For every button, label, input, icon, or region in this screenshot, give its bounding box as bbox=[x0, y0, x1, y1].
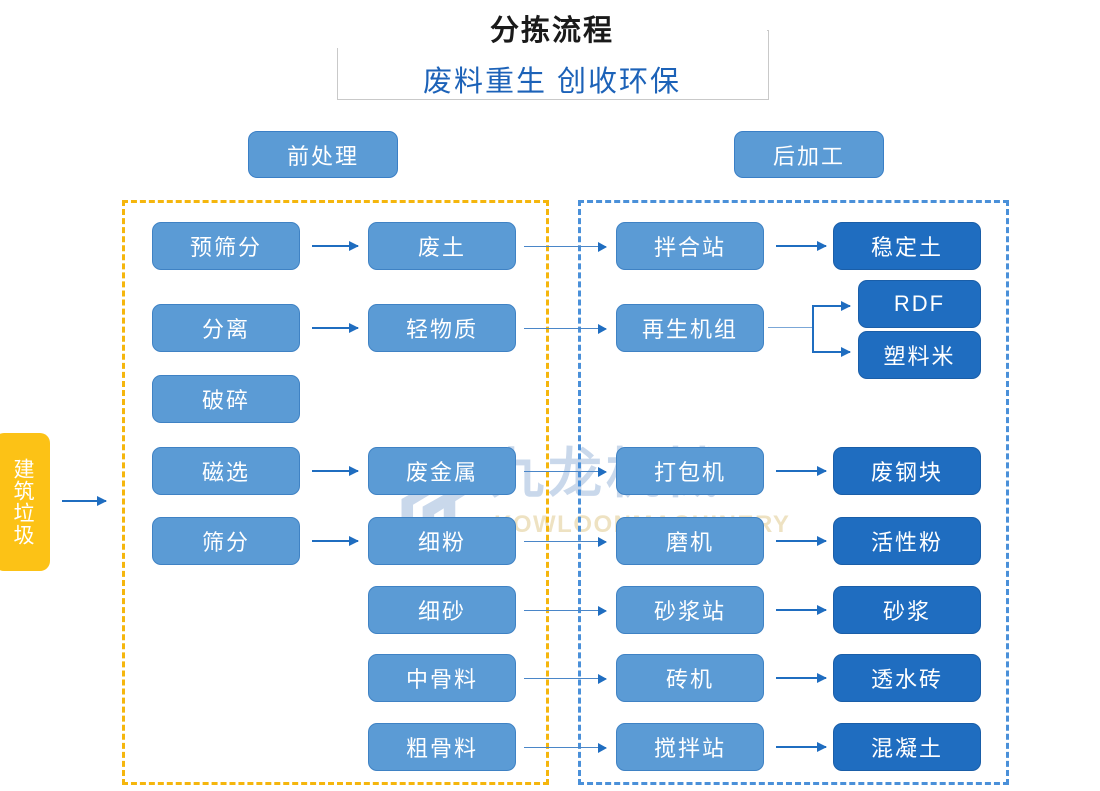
box-post-product-4[interactable]: 活性粉 bbox=[833, 517, 981, 565]
input-waste-box[interactable]: 建筑垃圾 bbox=[0, 433, 50, 571]
box-post-product-7[interactable]: 混凝土 bbox=[833, 723, 981, 771]
box-post-product-5[interactable]: 砂浆 bbox=[833, 586, 981, 634]
box-post-equipment-3[interactable]: 磨机 bbox=[616, 517, 764, 565]
arrow-pre-4 bbox=[312, 540, 358, 542]
box-post-equipment-1[interactable]: 再生机组 bbox=[616, 304, 764, 352]
box-post-equipment-5[interactable]: 砖机 bbox=[616, 654, 764, 702]
arrow-cross-2 bbox=[524, 471, 606, 472]
arrow-cross-4 bbox=[524, 610, 606, 611]
region-post-process bbox=[578, 200, 1009, 785]
box-pre-material-5[interactable]: 中骨料 bbox=[368, 654, 516, 702]
arrow-input-to-pre bbox=[62, 500, 106, 502]
arrow-pre-0 bbox=[312, 245, 358, 247]
box-pre-material-3[interactable]: 细粉 bbox=[368, 517, 516, 565]
box-pre-material-0[interactable]: 废土 bbox=[368, 222, 516, 270]
box-post-equipment-2[interactable]: 打包机 bbox=[616, 447, 764, 495]
arrow-post-3 bbox=[776, 540, 826, 542]
box-pre-process-0[interactable]: 预筛分 bbox=[152, 222, 300, 270]
box-post-product-2[interactable]: 塑料米 bbox=[858, 331, 981, 379]
box-pre-material-2[interactable]: 废金属 bbox=[368, 447, 516, 495]
arrow-pre-3 bbox=[312, 470, 358, 472]
box-post-product-1[interactable]: RDF bbox=[858, 280, 981, 328]
box-post-product-6[interactable]: 透水砖 bbox=[833, 654, 981, 702]
branch-stem-line bbox=[768, 327, 814, 328]
arrow-branch-rdf bbox=[812, 305, 850, 307]
arrow-cross-6 bbox=[524, 747, 606, 748]
page-subtitle-text: 废料重生 创收环保 bbox=[412, 66, 692, 98]
arrow-cross-0 bbox=[524, 246, 606, 247]
box-post-equipment-0[interactable]: 拌合站 bbox=[616, 222, 764, 270]
section-header-pre[interactable]: 前处理 bbox=[248, 131, 398, 178]
arrow-post-0 bbox=[776, 245, 826, 247]
box-post-equipment-4[interactable]: 砂浆站 bbox=[616, 586, 764, 634]
page-subtitle: 废料重生 创收环保 bbox=[337, 63, 767, 101]
box-pre-material-6[interactable]: 粗骨料 bbox=[368, 723, 516, 771]
page-title: 分拣流程 bbox=[337, 14, 767, 48]
branch-vertical-line bbox=[812, 305, 814, 351]
box-post-equipment-6[interactable]: 搅拌站 bbox=[616, 723, 764, 771]
box-post-product-0[interactable]: 稳定土 bbox=[833, 222, 981, 270]
arrow-cross-5 bbox=[524, 678, 606, 679]
arrow-post-5 bbox=[776, 677, 826, 679]
arrow-post-2 bbox=[776, 470, 826, 472]
input-waste-label: 建筑垃圾 bbox=[11, 458, 34, 546]
box-pre-process-1[interactable]: 分离 bbox=[152, 304, 300, 352]
arrow-cross-1 bbox=[524, 328, 606, 329]
box-pre-material-4[interactable]: 细砂 bbox=[368, 586, 516, 634]
section-header-post[interactable]: 后加工 bbox=[734, 131, 884, 178]
box-pre-process-4[interactable]: 筛分 bbox=[152, 517, 300, 565]
page-title-text: 分拣流程 bbox=[475, 15, 628, 47]
region-pre-process bbox=[122, 200, 549, 785]
arrow-post-4 bbox=[776, 609, 826, 611]
box-pre-process-2[interactable]: 破碎 bbox=[152, 375, 300, 423]
arrow-branch-plastic bbox=[812, 351, 850, 353]
arrow-cross-3 bbox=[524, 541, 606, 542]
box-pre-material-1[interactable]: 轻物质 bbox=[368, 304, 516, 352]
arrow-post-6 bbox=[776, 746, 826, 748]
box-pre-process-3[interactable]: 磁选 bbox=[152, 447, 300, 495]
arrow-pre-1 bbox=[312, 327, 358, 329]
box-post-product-3[interactable]: 废钢块 bbox=[833, 447, 981, 495]
